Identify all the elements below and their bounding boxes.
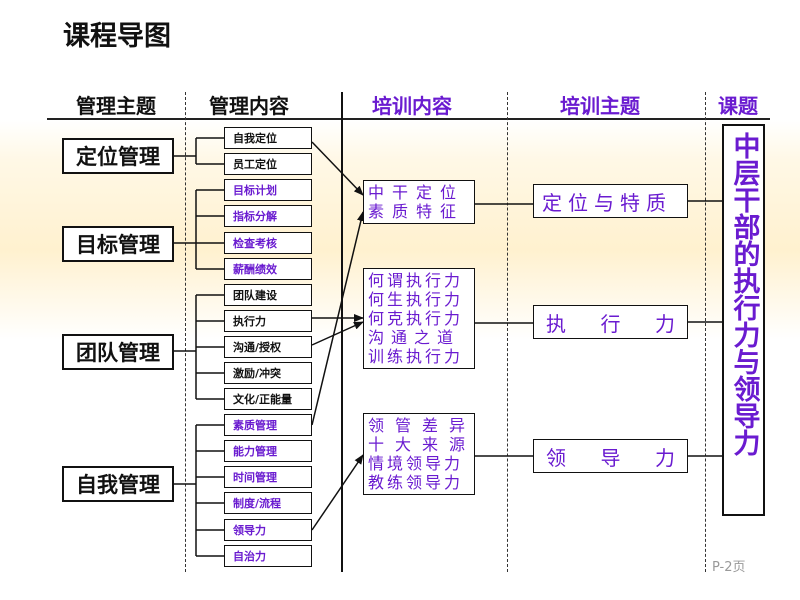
topic-execution: 执 行 力 xyxy=(533,305,688,339)
page-title: 课程导图 xyxy=(63,21,171,52)
item-inspection: 检查考核 xyxy=(224,232,312,254)
training-content-positioning: 中干定位 素质特征 xyxy=(363,180,475,224)
header-mgmt-content: 管理内容 xyxy=(209,94,289,118)
item-team-building: 团队建设 xyxy=(224,284,312,306)
divider-4 xyxy=(705,92,706,572)
mgmt-positioning: 定位管理 xyxy=(62,138,174,174)
mgmt-self: 自我管理 xyxy=(62,466,174,502)
item-compensation: 薪酬绩效 xyxy=(224,258,312,280)
item-execution: 执行力 xyxy=(224,310,312,332)
training-content-execution: 何谓执行力 何生执行力 何克执行力 沟通之道 训练执行力 xyxy=(363,268,475,369)
item-indicator-breakdown: 指标分解 xyxy=(224,205,312,227)
header-train-content: 培训内容 xyxy=(372,94,452,118)
course-title: 中层干部的执行力与领导力 xyxy=(728,132,760,456)
course-title-box: 中层干部的执行力与领导力 xyxy=(722,124,765,516)
item-self-positioning: 自我定位 xyxy=(224,127,312,149)
training-content-leadership: 领管差异 十大来源 情境领导力 教练领导力 xyxy=(363,413,475,495)
header-train-topic: 培训主题 xyxy=(560,94,640,118)
item-time-mgmt: 时间管理 xyxy=(224,466,312,488)
page-number: P-2页 xyxy=(712,560,746,575)
item-communication: 沟通/授权 xyxy=(224,336,312,358)
item-culture: 文化/正能量 xyxy=(224,388,312,410)
item-staff-positioning: 员工定位 xyxy=(224,153,312,175)
item-leadership: 领导力 xyxy=(224,519,312,541)
header-course: 课题 xyxy=(718,94,758,118)
item-autonomy: 自治力 xyxy=(224,545,312,567)
divider-1 xyxy=(185,92,186,572)
header-mgmt-topic: 管理主题 xyxy=(76,94,156,118)
item-goal-plan: 目标计划 xyxy=(224,179,312,201)
header-rule xyxy=(47,118,770,120)
item-system-process: 制度/流程 xyxy=(224,492,312,514)
item-quality-mgmt: 素质管理 xyxy=(224,414,312,436)
item-ability-mgmt: 能力管理 xyxy=(224,440,312,462)
mgmt-goal: 目标管理 xyxy=(62,226,174,262)
divider-3 xyxy=(507,92,508,572)
topic-positioning: 定位与特质 xyxy=(533,184,688,218)
topic-leadership: 领 导 力 xyxy=(533,439,688,473)
item-motivation: 激励/冲突 xyxy=(224,362,312,384)
mgmt-team: 团队管理 xyxy=(62,334,174,370)
